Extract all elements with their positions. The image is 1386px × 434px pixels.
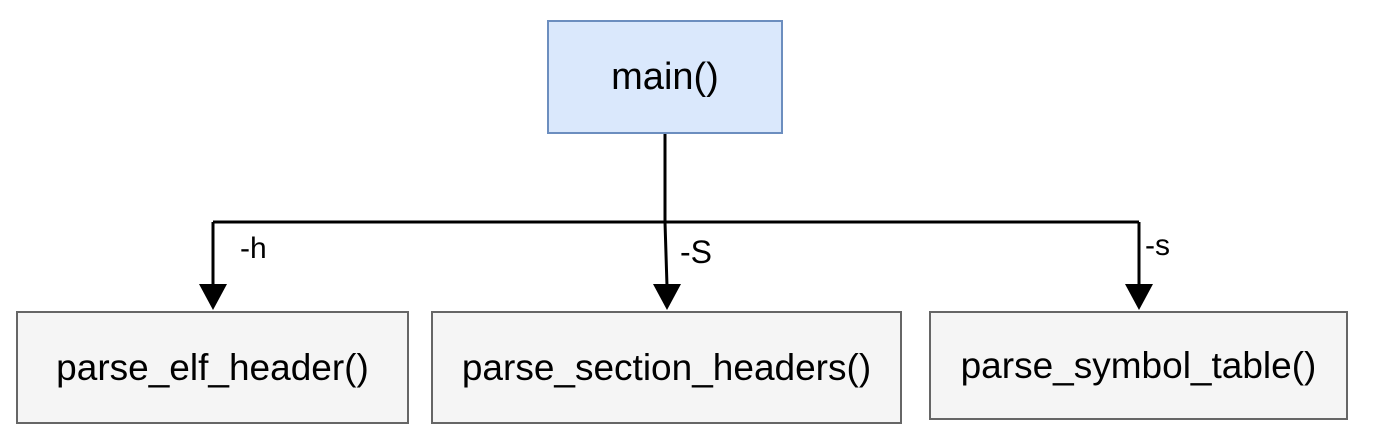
arrowhead-parse-elf-header (199, 284, 227, 310)
node-parse-symbol-table: parse_symbol_table() (929, 311, 1348, 420)
node-parse-elf-header: parse_elf_header() (16, 311, 409, 424)
edge-label-S: -S (680, 234, 712, 270)
node-parse-section-headers: parse_section_headers() (431, 311, 902, 424)
edge-label-s: -s (1145, 229, 1170, 262)
edge-to-parse-section-headers (663, 221, 669, 287)
node-main: main() (547, 20, 783, 134)
edge-label-h: -h (240, 232, 267, 265)
node-parse-elf-header-label: parse_elf_header() (56, 346, 369, 388)
node-parse-section-headers-label: parse_section_headers() (461, 346, 872, 388)
arrowhead-parse-section-headers (653, 284, 681, 310)
node-main-label: main() (611, 55, 719, 98)
arrowhead-parse-symbol-table (1125, 284, 1153, 310)
node-parse-symbol-table-label: parse_symbol_table() (960, 344, 1317, 386)
